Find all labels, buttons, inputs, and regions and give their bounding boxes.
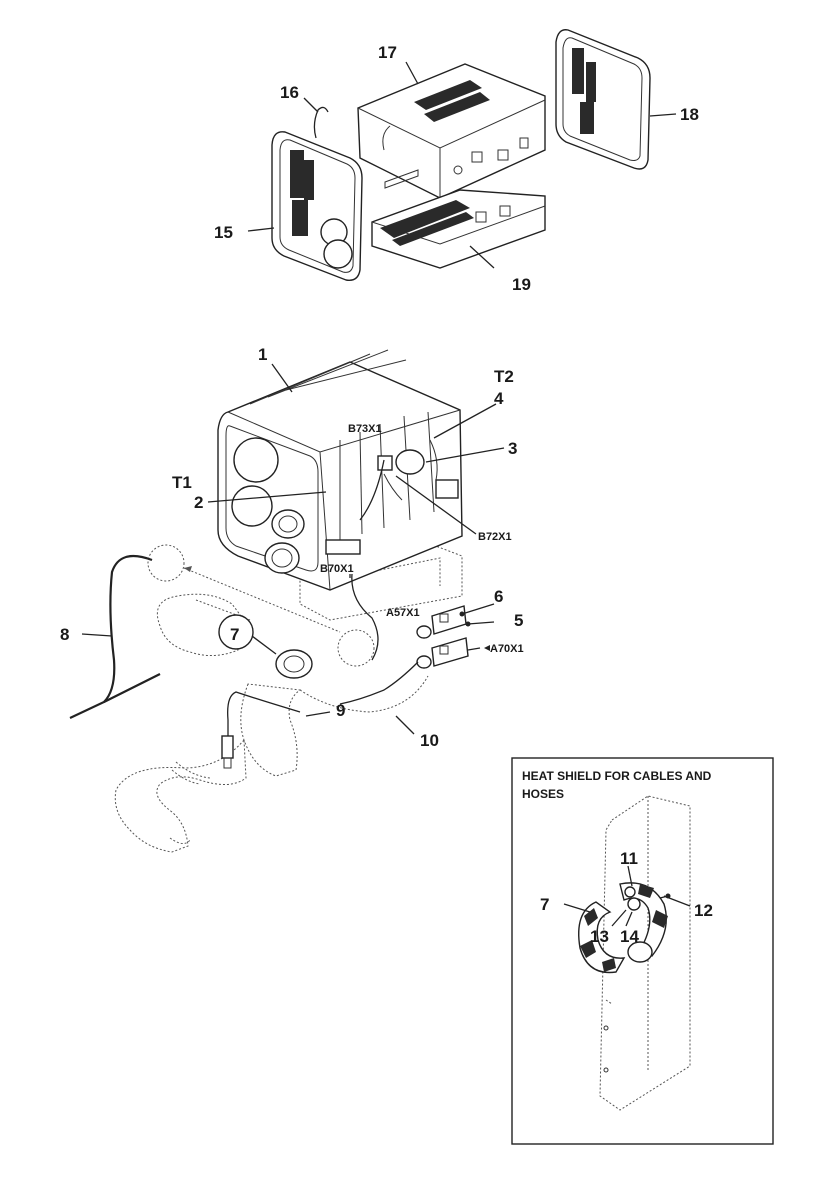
- callout-4: 4: [494, 389, 504, 408]
- inset-callout-14: 14: [620, 927, 639, 946]
- callout-5: 5: [514, 611, 523, 630]
- inset-callout-13: 13: [590, 927, 609, 946]
- connector-b72x1: B72X1: [478, 531, 512, 543]
- heat-shield-inset: [511, 757, 774, 1145]
- inset-title-line2: HOSES: [522, 787, 564, 801]
- exploded-shield-assembly: [247, 29, 677, 281]
- inset-title-line1: HEAT SHIELD FOR CABLES AND: [522, 769, 712, 783]
- callout-15: 15: [214, 223, 233, 242]
- connector-a70x1: A70X1: [490, 643, 524, 655]
- callout-3: 3: [508, 439, 517, 458]
- callout-1: 1: [258, 345, 267, 364]
- callout-17: 17: [378, 43, 397, 62]
- connector-b73x1: B73X1: [348, 423, 382, 435]
- callout-8: 8: [60, 625, 69, 644]
- wire-16: [313, 106, 329, 139]
- heater-assembly: [69, 349, 469, 853]
- callout-t1: T1: [172, 473, 192, 492]
- callout-9: 9: [336, 701, 345, 720]
- callout-6: 6: [494, 587, 503, 606]
- main-leader-lines: [81, 363, 505, 735]
- end-panel-18: [555, 29, 651, 170]
- lower-shell-19: [371, 189, 546, 269]
- callout-labels: 17 16 18 15 19 1 T2 4 3 B73X1 T1 2 B72X1…: [60, 43, 713, 946]
- callout-7: 7: [230, 625, 239, 644]
- inset-callout-11: 11: [620, 849, 638, 868]
- end-panel-15: [271, 131, 363, 281]
- connector-b70x1: B70X1: [320, 563, 354, 575]
- callout-2: 2: [194, 493, 203, 512]
- callout-16: 16: [280, 83, 299, 102]
- callout-19: 19: [512, 275, 531, 294]
- inset-callout-7: 7: [540, 895, 549, 914]
- inset-callout-12: 12: [694, 901, 713, 920]
- connector-a57x1: A57X1: [386, 607, 420, 619]
- callout-10: 10: [420, 731, 439, 750]
- callout-t2: T2: [494, 367, 514, 386]
- upper-shell-17: [357, 63, 546, 199]
- callout-18: 18: [680, 105, 699, 124]
- arrow-markers: [184, 566, 490, 651]
